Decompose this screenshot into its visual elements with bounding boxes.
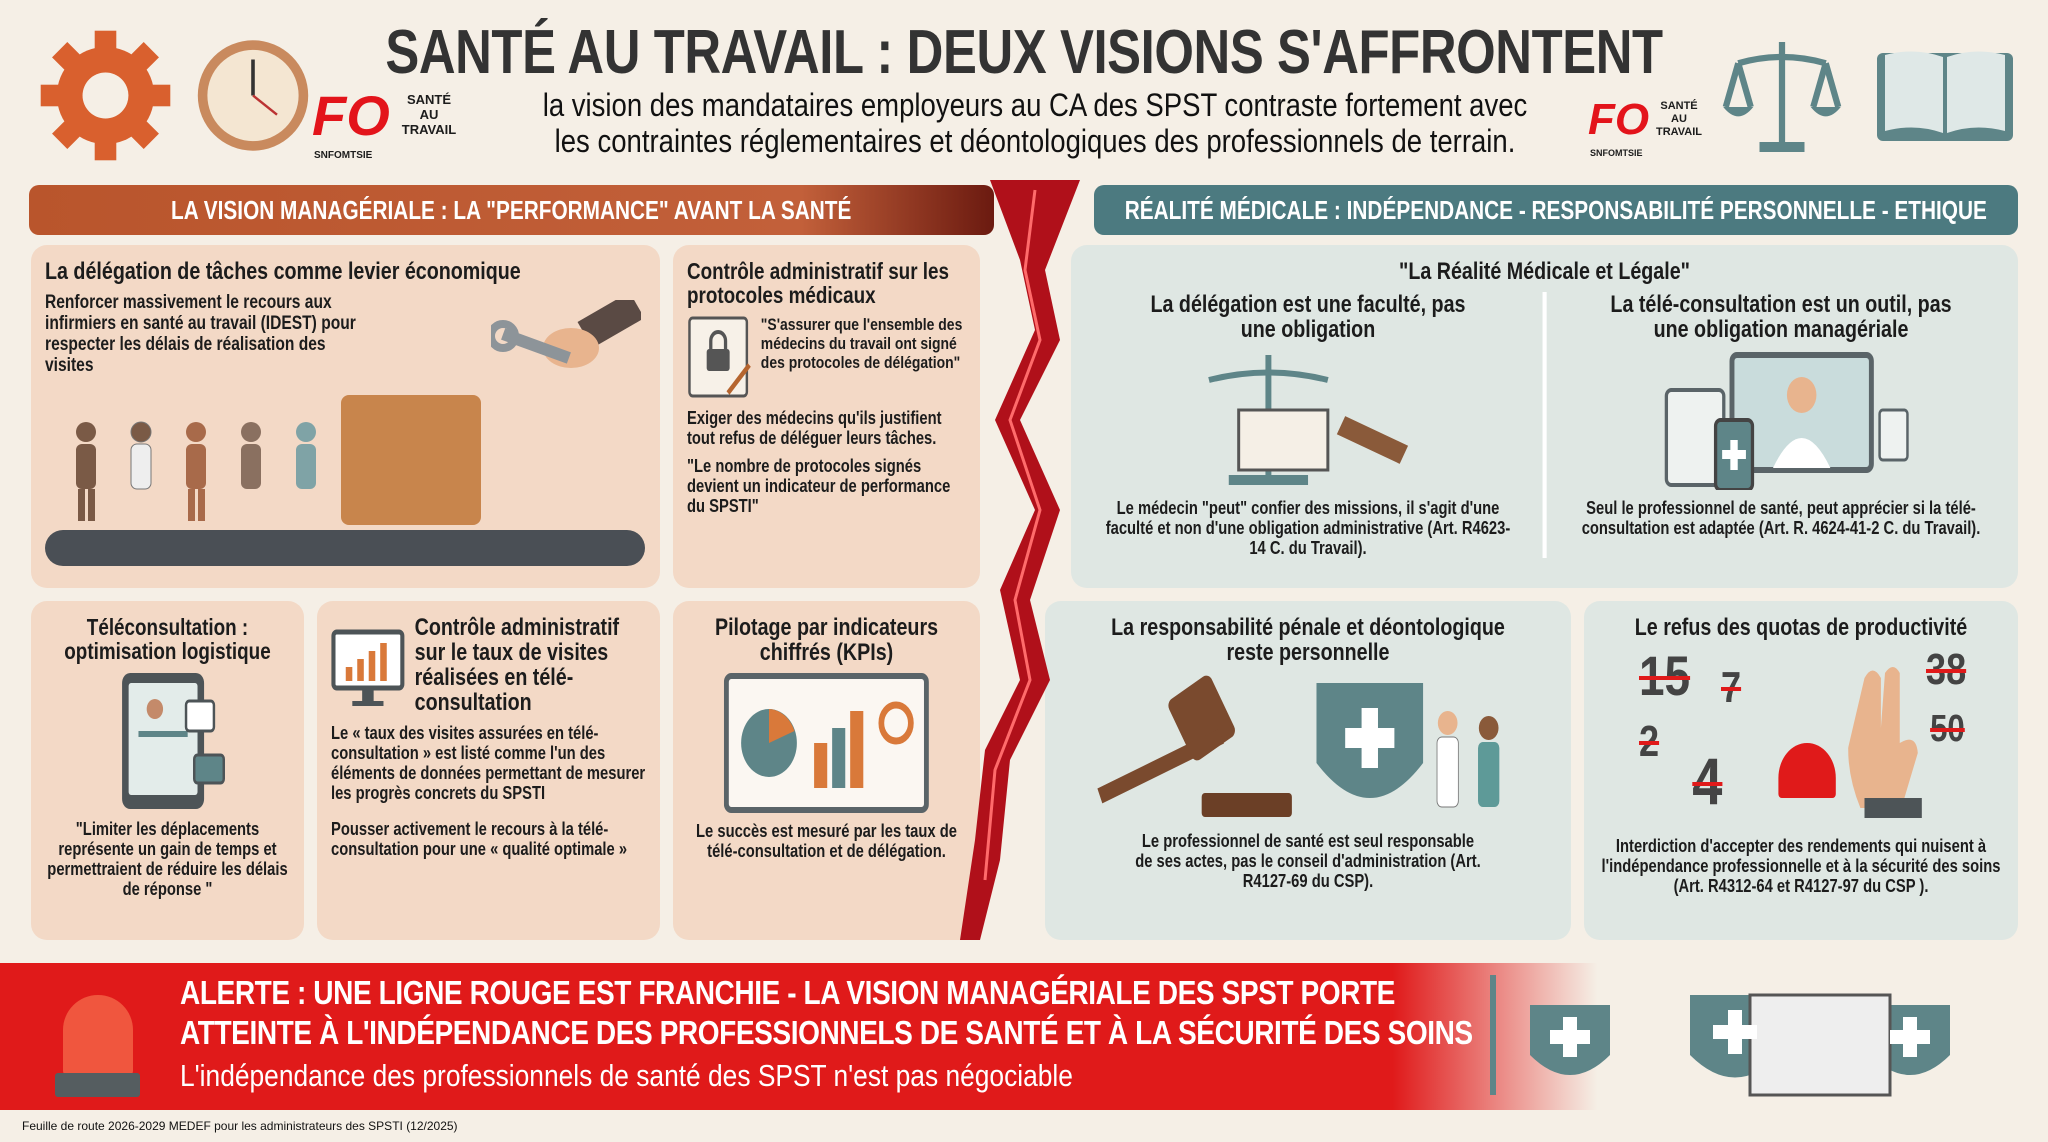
panel-productivity-quotas: Le refus des quotas de productivité 15 7…	[1584, 601, 2018, 940]
scales-gavel-book-icon	[1208, 355, 1408, 485]
panel-kpi-steering: Pilotage par indicateurs chiffrés (KPIs)…	[673, 601, 980, 940]
clock-icon	[190, 30, 315, 160]
banner-medical-reality: RÉALITÉ MÉDICALE : INDÉPENDANCE - RESPON…	[1094, 185, 2018, 235]
panel-teleconsultation-logistics: Téléconsultation : optimisation logistiq…	[31, 601, 304, 940]
wrench-hand-icon	[491, 300, 641, 368]
panel-personal-responsibility: La responsabilité pénale et déontologiqu…	[1045, 601, 1571, 940]
alarm-light-icon	[1778, 743, 1836, 798]
panel-delegation-lever: La délégation de tâches comme levier éco…	[31, 245, 660, 588]
machine-illustration	[341, 395, 481, 525]
conveyor-belt-illustration	[45, 530, 645, 566]
fo-logo-right: FO SANTÉ AU TRAVAIL SNFOMTSIE	[1588, 95, 1703, 159]
scales-icon	[1712, 32, 1852, 157]
signed-document-lock-icon	[688, 316, 751, 398]
red-crack-divider	[960, 180, 1080, 940]
kpi-dashboard-icon	[723, 673, 929, 813]
panel-medical-legal-reality: "La Réalité Médicale et Légale" La délég…	[1071, 245, 2018, 588]
subtitle-line-1: la vision des mandataires employeurs au …	[542, 87, 1528, 123]
footnote-source: Feuille de route 2026-2029 MEDEF pour le…	[22, 1119, 458, 1133]
tablet-video-call-icon	[122, 673, 226, 809]
book-icon	[1875, 45, 2015, 145]
panel-protocol-control: Contrôle administratif sur les protocole…	[673, 245, 980, 588]
alert-illustration-shields-scales-book	[1430, 955, 2030, 1105]
page-title: SANTÉ AU TRAVAIL : DEUX VISIONS S'AFFRON…	[385, 18, 1663, 87]
gear-icon	[38, 28, 173, 163]
divider	[1542, 292, 1547, 558]
doctor-video-monitor-icon	[1664, 352, 1909, 490]
monitor-chart-icon	[331, 629, 405, 706]
fo-logo-left: FO SANTÉ AU TRAVAIL SNFOMTSIE	[312, 84, 457, 162]
banner-managerial-vision: LA VISION MANAGÉRIALE : LA "PERFORMANCE"…	[29, 185, 994, 235]
workers-illustration	[76, 421, 316, 521]
panel-teleconsultation-rate-control: Contrôle administratif sur le taux de vi…	[317, 601, 660, 940]
alarm-siren-icon	[55, 995, 140, 1100]
crossed-quota-numbers: 15 7 2 4 38 50	[1639, 644, 1967, 818]
subtitle-line-2: les contraintes réglementaires et déonto…	[554, 123, 1516, 159]
gavel-shield-professionals-icon	[1097, 675, 1500, 817]
stop-hand-icon	[1848, 667, 1922, 818]
